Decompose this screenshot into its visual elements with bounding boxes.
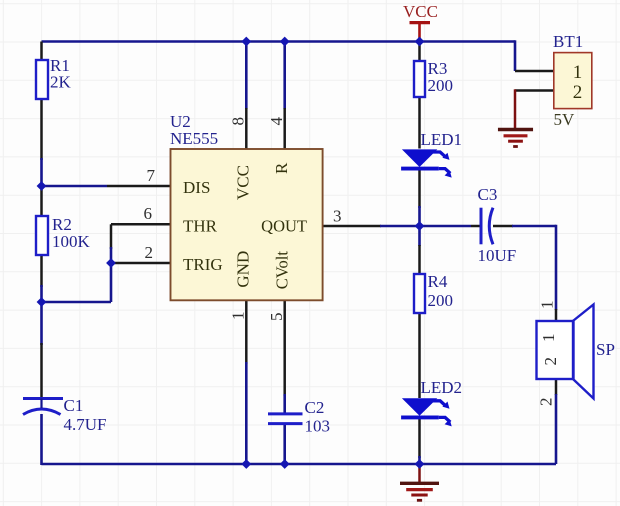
svg-text:5: 5 (267, 313, 286, 322)
svg-text:4: 4 (267, 117, 286, 126)
svg-text:C1: C1 (64, 396, 84, 415)
svg-text:DIS: DIS (183, 178, 210, 197)
svg-text:SP: SP (596, 340, 615, 359)
svg-text:U2: U2 (170, 112, 191, 131)
svg-text:100K: 100K (52, 232, 91, 251)
svg-text:VCC: VCC (234, 165, 253, 200)
svg-text:200: 200 (428, 291, 454, 310)
svg-text:VCC: VCC (403, 2, 438, 21)
svg-text:LED2: LED2 (421, 378, 463, 397)
svg-text:BT1: BT1 (553, 32, 583, 51)
svg-text:2K: 2K (50, 73, 72, 92)
svg-text:1: 1 (229, 312, 248, 321)
svg-text:2: 2 (573, 82, 583, 103)
svg-text:NE555: NE555 (170, 129, 218, 148)
svg-text:R4: R4 (428, 272, 448, 291)
svg-text:R2: R2 (52, 215, 72, 234)
svg-text:TRIG: TRIG (183, 255, 223, 274)
svg-text:5V: 5V (554, 110, 576, 129)
svg-text:6: 6 (144, 204, 153, 223)
svg-text:1: 1 (538, 301, 557, 310)
svg-text:4.7UF: 4.7UF (64, 415, 107, 434)
svg-text:CVolt: CVolt (273, 251, 292, 290)
svg-text:C2: C2 (305, 398, 325, 417)
svg-text:R1: R1 (50, 56, 70, 75)
svg-text:R3: R3 (428, 59, 448, 78)
svg-text:GND: GND (234, 251, 253, 288)
svg-text:LED1: LED1 (421, 130, 463, 149)
svg-text:103: 103 (305, 417, 331, 436)
svg-text:1: 1 (573, 62, 583, 83)
svg-text:THR: THR (183, 217, 218, 236)
svg-text:2: 2 (541, 357, 560, 366)
svg-text:R: R (272, 162, 291, 174)
svg-text:8: 8 (229, 117, 248, 126)
svg-text:C3: C3 (478, 185, 498, 204)
svg-text:QOUT: QOUT (261, 217, 307, 236)
svg-text:3: 3 (333, 207, 342, 226)
svg-text:200: 200 (428, 76, 454, 95)
svg-text:2: 2 (537, 398, 556, 407)
svg-text:7: 7 (147, 166, 156, 185)
svg-text:2: 2 (145, 243, 154, 262)
svg-text:1: 1 (539, 334, 558, 343)
svg-text:10UF: 10UF (478, 246, 517, 265)
